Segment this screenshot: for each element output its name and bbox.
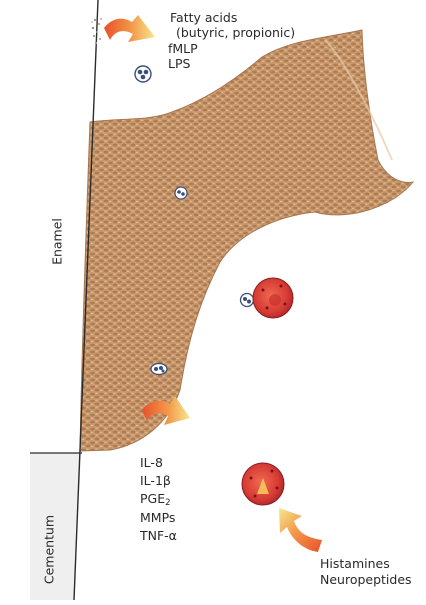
mast-cell-lower bbox=[242, 463, 284, 505]
label-neuropeptides: Neuropeptides bbox=[320, 573, 412, 587]
label-cementum: Cementum bbox=[42, 514, 57, 586]
neutrophil-attached bbox=[241, 294, 254, 307]
neutrophil-lower bbox=[151, 364, 167, 375]
plaque-biofilm bbox=[80, 30, 413, 451]
label-il1b: IL-1β bbox=[140, 474, 171, 488]
label-pge: PGE bbox=[140, 491, 165, 506]
label-lps: LPS bbox=[168, 57, 190, 71]
label-tnfa: TNF-α bbox=[140, 529, 177, 543]
label-pge-subscript: 2 bbox=[165, 498, 170, 508]
label-fatty-acids: Fatty acids bbox=[170, 11, 237, 25]
label-fatty-acids-detail: (butyric, propionic) bbox=[176, 26, 295, 40]
neutrophil-top bbox=[135, 66, 151, 82]
mast-cell-upper bbox=[253, 278, 293, 318]
label-fmlp: fMLP bbox=[168, 42, 198, 56]
label-il8: IL-8 bbox=[140, 456, 163, 470]
histamines-arrow bbox=[279, 508, 322, 552]
label-histamines: Histamines bbox=[320, 557, 390, 571]
neutrophil-in-plaque bbox=[175, 187, 187, 199]
label-pge2: PGE2 bbox=[140, 492, 171, 510]
label-mmps: MMPs bbox=[140, 511, 175, 525]
fatty-acids-arrow bbox=[104, 15, 155, 42]
label-enamel: Enamel bbox=[50, 214, 65, 270]
